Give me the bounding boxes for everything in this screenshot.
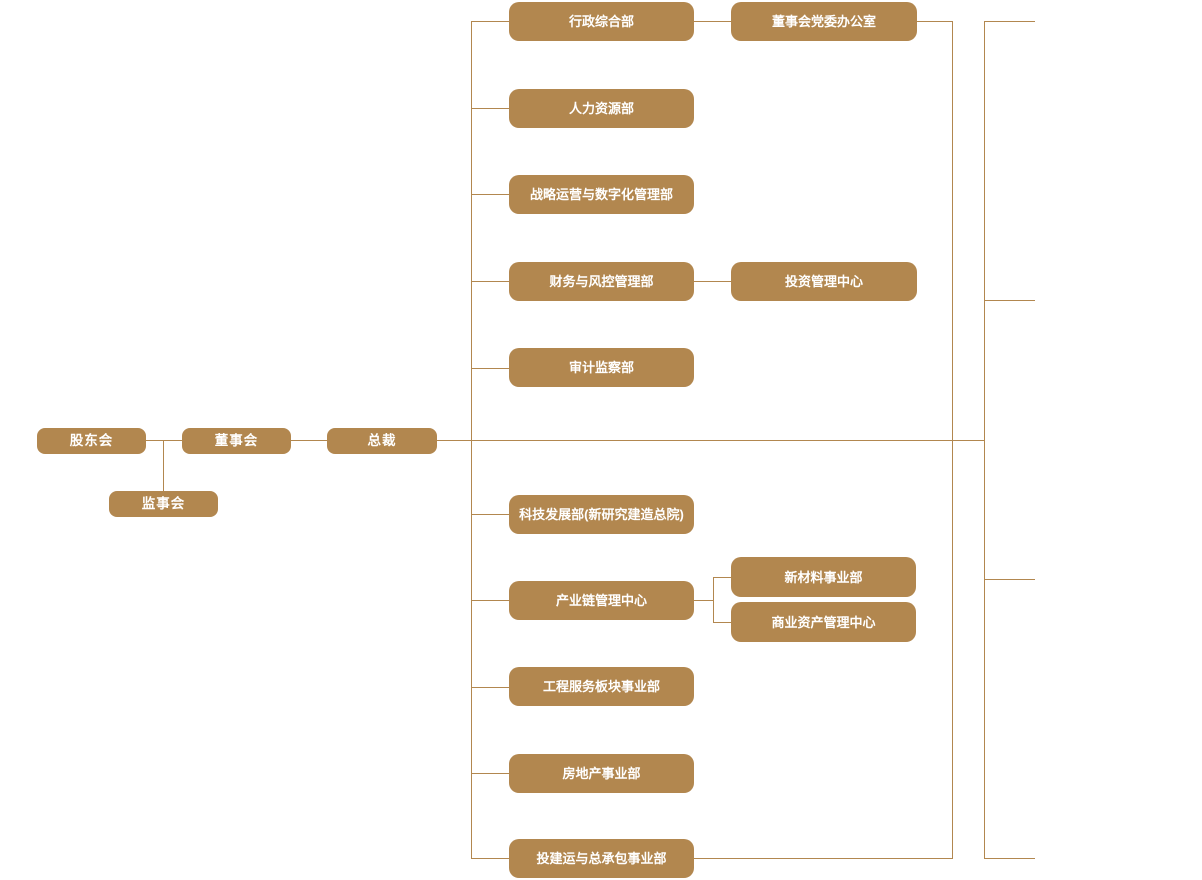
connector-line — [471, 108, 509, 109]
node-new-materials-dept: 新材料事业部 — [731, 557, 916, 597]
connector-line — [713, 577, 731, 578]
connector-line — [471, 281, 509, 282]
node-engineering-services-dept: 工程服务板块事业部 — [509, 667, 694, 706]
node-finance-risk-dept: 财务与风控管理部 — [509, 262, 694, 301]
connector-line — [146, 440, 182, 441]
node-strategy-digital-dept: 战略运营与数字化管理部 — [509, 175, 694, 214]
connector-line — [952, 21, 953, 859]
connector-line — [471, 600, 509, 601]
connector-line — [471, 21, 509, 22]
connector-line — [984, 858, 1035, 859]
node-supervisory-board: 监事会 — [109, 491, 218, 517]
node-industry-chain-center: 产业链管理中心 — [509, 581, 694, 620]
connector-line — [471, 687, 509, 688]
connector-line — [471, 858, 509, 859]
connector-line — [694, 21, 731, 22]
connector-line — [984, 21, 985, 859]
node-tech-development-dept: 科技发展部(新研究建造总院) — [509, 495, 694, 534]
node-president: 总裁 — [327, 428, 437, 454]
connector-line — [713, 577, 714, 623]
connector-line — [471, 368, 509, 369]
connector-line — [471, 773, 509, 774]
connector-line — [291, 440, 327, 441]
node-commercial-assets-center: 商业资产管理中心 — [731, 602, 916, 642]
connector-line — [471, 21, 472, 859]
connector-line — [471, 514, 509, 515]
node-shareholders-meeting: 股东会 — [37, 428, 146, 454]
connector-line — [694, 281, 731, 282]
connector-line — [437, 440, 984, 441]
node-board-party-office: 董事会党委办公室 — [731, 2, 917, 41]
connector-line — [984, 21, 1035, 22]
connector-line — [471, 194, 509, 195]
connector-line — [984, 300, 1035, 301]
node-audit-supervision-dept: 审计监察部 — [509, 348, 694, 387]
node-investment-center: 投资管理中心 — [731, 262, 917, 301]
node-real-estate-dept: 房地产事业部 — [509, 754, 694, 793]
node-administrative-dept: 行政综合部 — [509, 2, 694, 41]
connector-line — [694, 600, 713, 601]
connector-line — [984, 579, 1035, 580]
connector-line — [163, 441, 164, 491]
connector-line — [694, 858, 952, 859]
connector-line — [713, 622, 731, 623]
node-human-resources-dept: 人力资源部 — [509, 89, 694, 128]
connector-line — [917, 21, 952, 22]
node-board-of-directors: 董事会 — [182, 428, 291, 454]
node-investment-construction-epc-dept: 投建运与总承包事业部 — [509, 839, 694, 878]
